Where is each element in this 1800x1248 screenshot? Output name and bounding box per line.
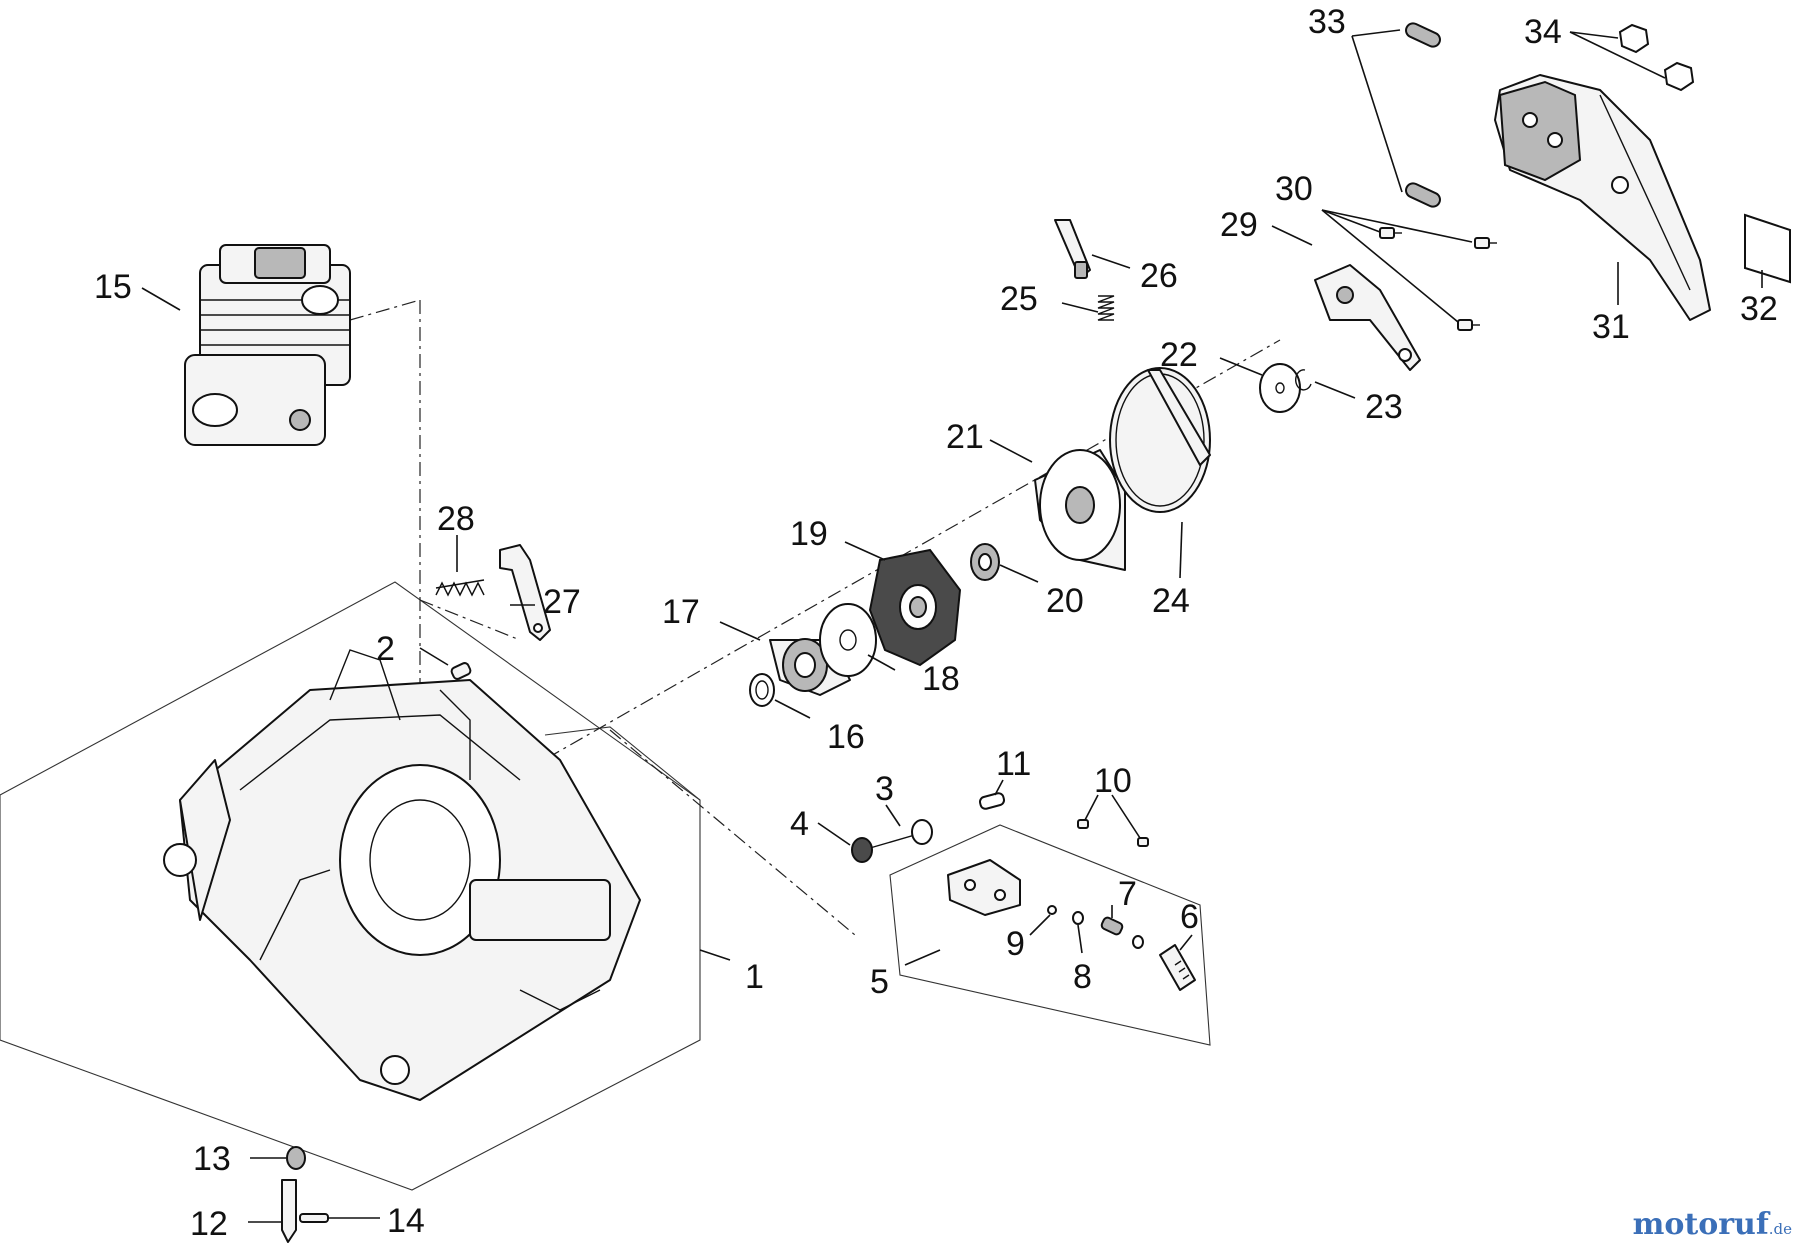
part-21-drum xyxy=(1034,449,1126,571)
callout-15: 15 xyxy=(94,268,132,306)
callout-19: 19 xyxy=(790,515,828,553)
part-28-spring xyxy=(435,579,485,597)
part-34-nuts xyxy=(1618,23,1695,92)
callout-11: 11 xyxy=(996,745,1031,783)
part-11-pin xyxy=(978,792,1006,810)
part-13-grommet xyxy=(286,1146,306,1170)
part-6-plunger xyxy=(1159,944,1196,991)
part-30-screws xyxy=(1379,227,1497,331)
part-12-fitting xyxy=(281,1179,297,1243)
part-15-cylinder xyxy=(184,244,351,446)
callout-34: 34 xyxy=(1524,13,1562,51)
part-3-adjuster-screw xyxy=(869,819,933,849)
part-14-pin xyxy=(299,1213,329,1223)
callout-labels: 1 2 3 4 5 6 7 8 9 10 11 12 13 14 15 16 1… xyxy=(94,3,1778,1243)
part-31-cover xyxy=(1494,74,1711,321)
callout-31: 31 xyxy=(1592,308,1630,346)
callout-27: 27 xyxy=(543,583,581,621)
callout-6: 6 xyxy=(1180,898,1199,936)
callout-33: 33 xyxy=(1308,3,1346,41)
part-4-spring xyxy=(851,837,873,863)
part-23-eclip xyxy=(1295,369,1312,391)
callout-8: 8 xyxy=(1073,958,1092,996)
part-2-pin xyxy=(450,662,472,680)
watermark-suffix: .de xyxy=(1768,1220,1792,1238)
part-17-worm xyxy=(769,638,851,696)
callout-25: 25 xyxy=(1000,280,1038,318)
callout-2: 2 xyxy=(376,630,395,668)
callout-32: 32 xyxy=(1740,290,1778,328)
leader-lines xyxy=(141,29,1763,1223)
callout-26: 26 xyxy=(1140,257,1178,295)
part-20-bearing xyxy=(970,543,1000,581)
inner-frame-line xyxy=(544,726,701,801)
part-22-washer xyxy=(1259,363,1301,413)
part-9-ball xyxy=(1047,905,1057,915)
callout-7: 7 xyxy=(1118,875,1137,913)
callout-5: 5 xyxy=(870,963,889,1001)
callout-20: 20 xyxy=(1046,582,1084,620)
callout-22: 22 xyxy=(1160,336,1198,374)
callout-24: 24 xyxy=(1152,582,1190,620)
callout-14: 14 xyxy=(387,1202,425,1240)
callout-30: 30 xyxy=(1275,170,1313,208)
alignment-line-cylinder-top xyxy=(349,299,421,321)
part-25-spring xyxy=(1097,295,1115,321)
oil-pump-frame xyxy=(889,824,1211,1046)
watermark-logo: motoruf.de xyxy=(1633,1207,1792,1242)
alignment-line-pin xyxy=(419,599,521,641)
crankcase-frame xyxy=(0,581,701,1191)
callout-18: 18 xyxy=(922,660,960,698)
part-33-pins xyxy=(1405,22,1441,208)
callout-1: 1 xyxy=(745,958,764,996)
alignment-line-pump xyxy=(609,729,856,936)
part-24-brake-band xyxy=(1109,367,1211,513)
part-18-washer xyxy=(819,603,877,677)
callout-23: 23 xyxy=(1365,388,1403,426)
part-10-screws xyxy=(1077,819,1149,847)
part-29-brake-lever xyxy=(1314,264,1421,371)
callout-17: 17 xyxy=(662,593,700,631)
watermark-main: motoruf xyxy=(1632,1207,1769,1242)
part-19-clutch xyxy=(868,548,962,667)
callout-29: 29 xyxy=(1220,206,1258,244)
callout-16: 16 xyxy=(827,718,865,756)
part-32-label xyxy=(1744,213,1791,284)
callout-21: 21 xyxy=(946,418,984,456)
part-26-pin xyxy=(1054,219,1091,279)
callout-28: 28 xyxy=(437,500,475,538)
callout-9: 9 xyxy=(1006,925,1025,963)
part-27-lever xyxy=(499,544,551,641)
part-1-crankcase xyxy=(163,649,641,1101)
callout-10: 10 xyxy=(1094,762,1132,800)
callout-13: 13 xyxy=(193,1140,231,1178)
part-5-oil-pump xyxy=(947,859,1021,916)
part-16-washer xyxy=(749,673,775,707)
callout-3: 3 xyxy=(875,770,894,808)
callout-12: 12 xyxy=(190,1205,228,1243)
callout-4: 4 xyxy=(790,805,809,843)
part-8-orings xyxy=(1072,911,1144,949)
part-7-sleeve xyxy=(1100,916,1124,936)
